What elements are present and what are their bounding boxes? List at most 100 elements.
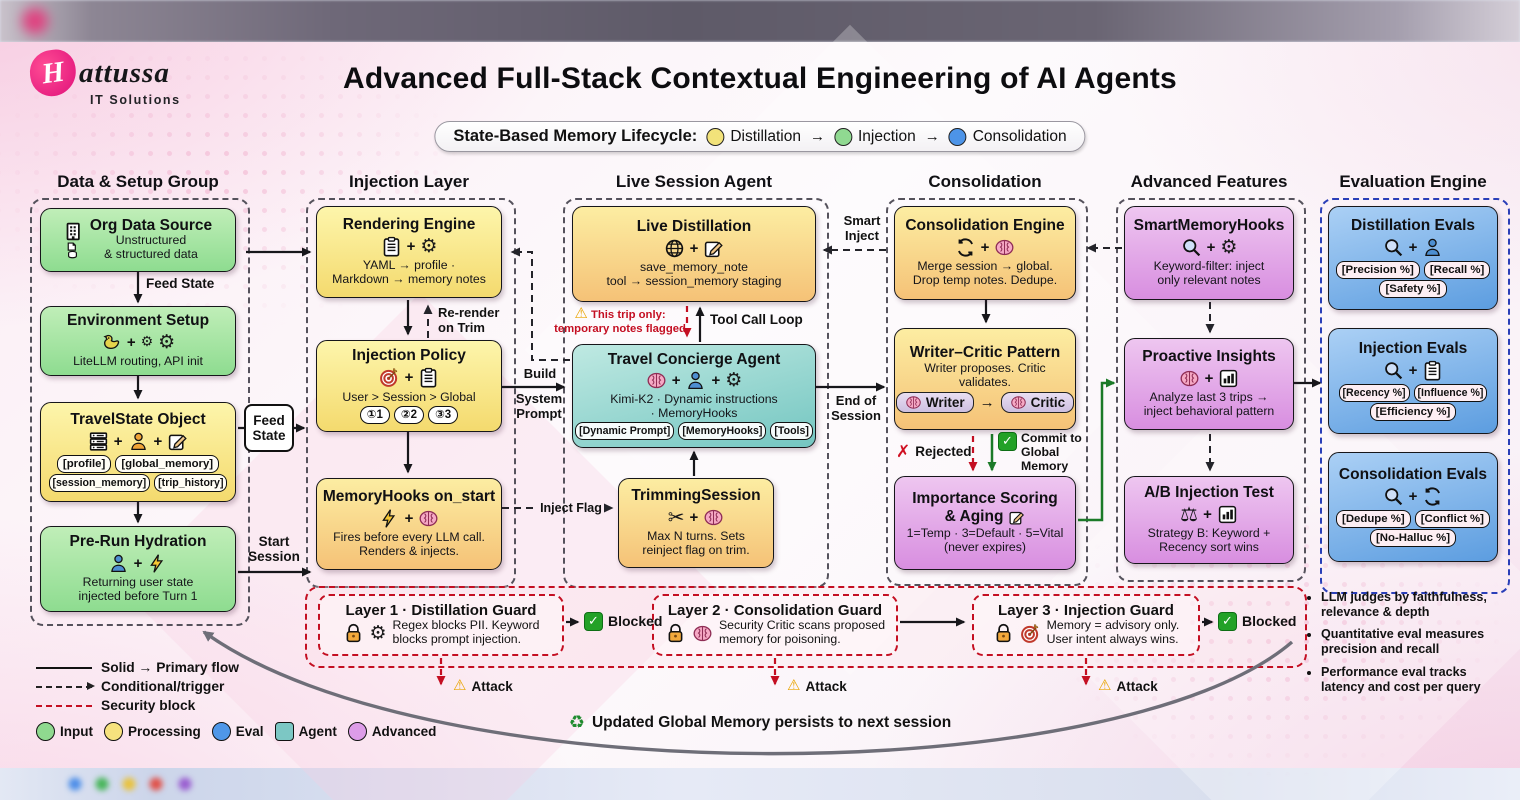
bar-chart-icon — [1218, 368, 1239, 389]
state-tag: [trip_history] — [154, 473, 228, 492]
node-ab-injection-test: A/B Injection Test ⚖ + Strategy B: Keywo… — [1124, 476, 1294, 564]
node-desc: Keyword-filter: inject only relevant not… — [1153, 259, 1265, 288]
plus-glyph: + — [1203, 505, 1212, 523]
plus-glyph: + — [1408, 362, 1418, 380]
lock-icon — [665, 623, 686, 644]
brain-icon — [418, 508, 439, 529]
edge-label-rejected: ✗Rejected — [896, 442, 972, 461]
node-title: A/B Injection Test — [1144, 483, 1274, 501]
column-title-advanced: Advanced Features — [1130, 172, 1288, 191]
cross-icon: ✗ — [896, 442, 911, 461]
edit-note-icon — [703, 238, 724, 259]
node-title: TrimmingSession — [631, 486, 761, 504]
blocked-badge-1: ✓Blocked — [584, 612, 662, 631]
lock-icon — [343, 623, 364, 644]
node-title: MemoryHooks on_start — [322, 487, 496, 505]
brain-icon — [703, 507, 724, 528]
eval-note: Quantitative eval measures precision and… — [1321, 627, 1516, 656]
swatch-advanced: Advanced — [347, 722, 436, 741]
lifecycle-bar: State-Based Memory Lifecycle: Distillati… — [434, 121, 1086, 152]
node-desc: Merge session → global. Drop temp notes.… — [912, 259, 1058, 288]
node-desc: Fires before every LLM call. Renders & i… — [333, 530, 485, 559]
legend-solid-label: Solid → Primary flow — [101, 660, 239, 675]
blocked-badge-2: ✓Blocked — [1218, 612, 1296, 631]
edge-label-feed-state: Feed State — [146, 276, 215, 291]
agent-tag: [Dynamic Prompt] — [575, 421, 675, 440]
blurred-bottom-band — [0, 768, 1520, 800]
critic-label: Critic — [1030, 395, 1066, 411]
node-smartmemoryhooks: SmartMemoryHooks + ⚙ Keyword-filter: inj… — [1124, 206, 1294, 300]
bar-chart-icon — [1217, 504, 1238, 525]
guard-title: Layer 1 · Distillation Guard — [345, 601, 537, 619]
frame-advanced — [1116, 198, 1306, 582]
swatch-processing: Processing — [104, 722, 201, 741]
plus-glyph: + — [980, 238, 990, 256]
warning-icon: ⚠ — [787, 677, 801, 694]
brain-icon — [646, 370, 667, 391]
evaluation-notes: LLM judges by faithfulness, relevance & … — [1306, 590, 1516, 702]
legend-solid-row: Solid → Primary flow — [36, 658, 436, 677]
node-importance-scoring: Importance Scoring & Aging 1=Temp · 3=De… — [894, 476, 1076, 570]
blocked-text: Blocked — [608, 612, 663, 629]
attack-label-1: ⚠Attack — [453, 677, 513, 695]
metric-tag: [Influence %] — [1413, 383, 1488, 402]
commit-text: Commit to Global Memory — [1021, 431, 1082, 473]
metric-tag: [No-Halluc %] — [1369, 528, 1457, 547]
edge-label-build: Build — [523, 366, 557, 381]
column-title-evaluation: Evaluation Engine — [1339, 172, 1487, 191]
node-writer-critic-pattern: Writer–Critic Pattern Writer proposes. C… — [894, 328, 1076, 430]
eval-swatch-icon — [211, 722, 231, 741]
attack-text: Attack — [805, 678, 847, 694]
lifecycle-step-consolidation: Consolidation — [948, 127, 1067, 146]
swatch-label: Input — [60, 724, 93, 739]
recycle-icon: ♻ — [568, 712, 585, 732]
edge-label-feed-state-box: Feed State — [244, 404, 294, 452]
gear-icon: ⚙ — [725, 369, 743, 392]
node-desc: YAML → profile · Markdown → memory notes — [332, 258, 486, 287]
edge-label-start-session: Start Session — [248, 534, 300, 565]
node-desc: LiteLLM routing, API init — [73, 354, 203, 369]
node-title: Consolidation Engine — [905, 216, 1065, 234]
state-tag: [global_memory] — [115, 454, 220, 473]
node-memoryhooks-onstart: MemoryHooks on_start + Fires before ever… — [316, 478, 502, 570]
lifecycle-step-injection: Injection — [833, 127, 916, 146]
edge-label-rerender-on-trim: Re-render on Trim — [438, 305, 500, 335]
guard-layer2-consolidation: Layer 2 · Consolidation Guard Security C… — [652, 594, 898, 656]
swatch-label: Agent — [298, 724, 337, 739]
plus-glyph: + — [406, 237, 416, 255]
guard-title: Layer 3 · Injection Guard — [998, 601, 1174, 619]
node-desc: Analyze last 3 trips → inject behavioral… — [1143, 390, 1275, 419]
node-injection-policy: Injection Policy + User > Session > Glob… — [316, 340, 502, 432]
logo-subtitle: IT Solutions — [90, 93, 181, 107]
node-title: Travel Concierge Agent — [607, 351, 781, 369]
node-title: Org Data Source — [89, 216, 213, 234]
plus-glyph: + — [133, 554, 143, 572]
node-title-2: & Aging — [944, 508, 1004, 526]
duck-icon — [101, 332, 122, 353]
plus-glyph: + — [689, 239, 699, 257]
metric-tag: [Recency %] — [1338, 383, 1410, 402]
edge-label-commit: ✓Commit to Global Memory — [998, 431, 1098, 473]
legend-security-row: Security block — [36, 696, 436, 715]
warning-icon: ⚠ — [1098, 677, 1112, 694]
guard-desc: Memory = advisory only. User intent alwa… — [1046, 618, 1180, 647]
edge-label-inject-flag: Inject Flag — [540, 501, 602, 515]
node-environment-setup: Environment Setup + ⚙ ⚙ LiteLLM routing,… — [40, 306, 236, 376]
node-consolidation-evals: Consolidation Evals + [Dedupe %][Conflic… — [1328, 452, 1498, 562]
node-title: Proactive Insights — [1142, 347, 1276, 365]
node-travel-concierge-agent: Travel Concierge Agent + + ⚙ Kimi-K2 · D… — [572, 344, 816, 448]
plus-glyph: + — [1408, 488, 1418, 506]
plus-glyph: + — [671, 372, 681, 390]
priority-badge: ①1 — [359, 405, 390, 424]
brain-icon — [994, 237, 1015, 258]
brain-icon — [1179, 368, 1200, 389]
swatch-input: Input — [36, 722, 93, 741]
arrow-glyph: → — [979, 394, 995, 412]
search-icon — [1383, 360, 1404, 381]
warning-icon: ⚠ — [574, 305, 588, 322]
node-desc: Strategy B: Keyword + Recency sort wins — [1147, 526, 1271, 555]
edit-note-icon — [1008, 509, 1025, 526]
warning-icon: ⚠ — [453, 677, 467, 694]
plus-glyph: + — [153, 433, 163, 451]
node-desc: 1=Temp · 3=Default · 5=Vital (never expi… — [906, 525, 1064, 554]
